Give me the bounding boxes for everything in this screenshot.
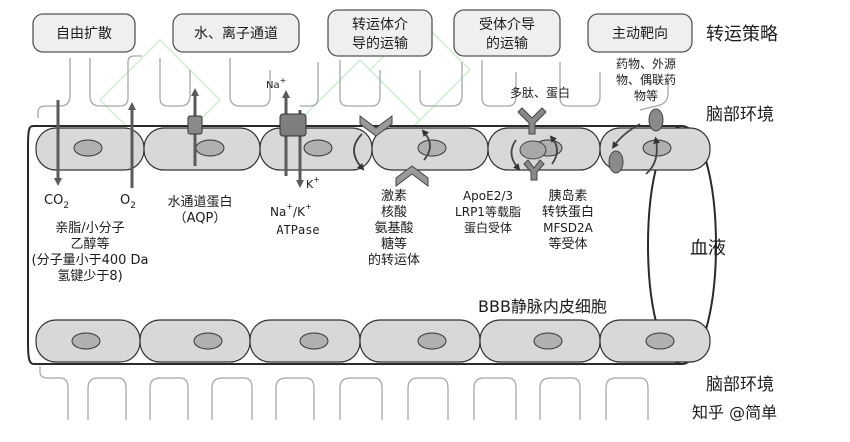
mechanism-label: 水、离子通道: [194, 25, 278, 42]
receptor-right-description: 胰岛素 转铁蛋白 MFSD2A 等受体: [542, 188, 594, 252]
endothelial-cell: [599, 319, 711, 363]
peptides-label: 多肽、蛋白: [510, 85, 570, 100]
description-line: (分子量小于400 Da: [32, 253, 149, 268]
brain-environment-bottom-label: 脑部环境: [706, 375, 774, 395]
atpase-label: ATPase: [276, 223, 319, 237]
mechanism-label: 的运输: [486, 36, 528, 52]
astrocyte-endfeet-bottom: [39, 366, 649, 420]
active-targeting: [608, 108, 664, 175]
targeted-particle-icon: [648, 108, 664, 132]
mechanism-label: 受体介导: [479, 17, 535, 33]
endothelial-cell: [35, 319, 141, 363]
vesicle-icon: [519, 140, 547, 160]
brain-environment-top-label: 脑部环境: [706, 105, 774, 125]
watermark-text: 知乎 @简单: [692, 403, 777, 422]
mechanism-box-active-targeting: 主动靶向: [587, 13, 693, 53]
transporter-description: 激素 核酸 氨基酸 糖等 的转运体: [368, 189, 420, 268]
mechanism-box-transporter: 转运体介 导的运输: [327, 9, 433, 57]
transport-cycle-arrow: [612, 123, 641, 149]
mechanism-box-free-diffusion: 自由扩散: [32, 13, 136, 53]
o2-label: O2: [120, 193, 136, 211]
blood-vessel: [27, 125, 717, 365]
endothelial-cell: [479, 319, 601, 363]
atpase-protein-icon: [279, 113, 307, 137]
active-targeting-description: 药物、外源 物、偶联药 物等: [616, 57, 676, 103]
na-k-atpase: [279, 90, 307, 188]
description-line: 物、偶联药: [616, 73, 676, 87]
endothelial-cell: [359, 319, 481, 363]
mechanism-boxes: 自由扩散 水、离子通道 转运体介 导的运输 受体介导 的运输 主动靶向: [32, 9, 693, 57]
description-line: 激素: [381, 189, 407, 204]
endothelial-cell: [249, 319, 361, 363]
atpase-formula: Na+/K+: [270, 202, 312, 219]
transporter-top-chevron-icon: [359, 115, 393, 137]
blood-label: 血液: [690, 238, 726, 259]
mechanism-label: 自由扩散: [56, 26, 112, 42]
transport-cycle-arrow: [645, 136, 661, 175]
mechanism-box-receptor: 受体介导 的运输: [453, 9, 561, 57]
description-line: 等受体: [548, 236, 587, 252]
description-line: 乙醇等: [70, 236, 109, 252]
free-diffusion-arrows: [54, 100, 136, 188]
description-line: 物等: [634, 89, 658, 103]
endothelium-label: BBB静脉内皮细胞: [478, 297, 607, 316]
mechanism-label: 主动靶向: [612, 26, 668, 42]
mechanism-label: 导的运输: [352, 36, 408, 52]
endothelial-cell: [259, 127, 373, 171]
transport-cycle-arrow: [353, 133, 365, 171]
co2-label: CO2: [44, 193, 69, 211]
description-line: 核酸: [381, 205, 407, 220]
receptor-y-icon: [523, 159, 545, 181]
endothelial-cell: [143, 127, 261, 171]
endothelial-cells-bottom: [35, 319, 711, 363]
endothelial-cell: [35, 127, 145, 171]
description-line: 蛋白受体: [464, 220, 512, 235]
transporter-bottom-chevron-icon: [395, 165, 429, 187]
description-line: LRP1等载脂: [455, 204, 521, 219]
mechanism-box-channels: 水、离子通道: [172, 13, 300, 53]
endothelial-cell: [139, 319, 251, 363]
description-line: 胰岛素: [548, 188, 587, 204]
aquaporin-channel: [187, 88, 203, 166]
astrocyte-endfeet-top: [37, 55, 669, 118]
targeted-particle-icon: [608, 150, 624, 174]
transport-cycle-arrow: [549, 135, 558, 165]
aqp-label: （AQP）: [174, 211, 227, 226]
description-line: 药物、外源: [616, 57, 676, 71]
description-line: 转铁蛋白: [542, 204, 594, 220]
description-line: 的转运体: [368, 252, 420, 268]
transport-cycle-arrow: [510, 139, 521, 171]
description-line: 糖等: [381, 236, 407, 252]
mechanism-label: 转运体介: [352, 17, 408, 33]
aquaporin-protein-icon: [187, 115, 203, 135]
description-line: 氢键少于8): [57, 269, 122, 284]
aqp-label: 水通道蛋白: [167, 194, 232, 210]
carrier-transporter: [353, 115, 431, 187]
free-diffusion-description: 亲脂/小分子 乙醇等 (分子量小于400 Da 氢键少于8): [32, 221, 149, 284]
k-label: K+: [306, 175, 320, 191]
description-line: MFSD2A: [543, 221, 594, 235]
receptor-left-description: ApoE2/3 LRP1等载脂 蛋白受体: [455, 189, 521, 235]
na-label: Na+: [266, 76, 286, 91]
receptor-y-icon: [517, 107, 547, 135]
description-line: 氨基酸: [374, 221, 413, 236]
description-line: 亲脂/小分子: [55, 221, 124, 236]
description-line: ApoE2/3: [463, 189, 513, 203]
transport-cycle-arrow: [421, 129, 431, 161]
strategy-title: 转运策略: [706, 24, 778, 45]
receptor-transcytosis: [510, 107, 558, 181]
